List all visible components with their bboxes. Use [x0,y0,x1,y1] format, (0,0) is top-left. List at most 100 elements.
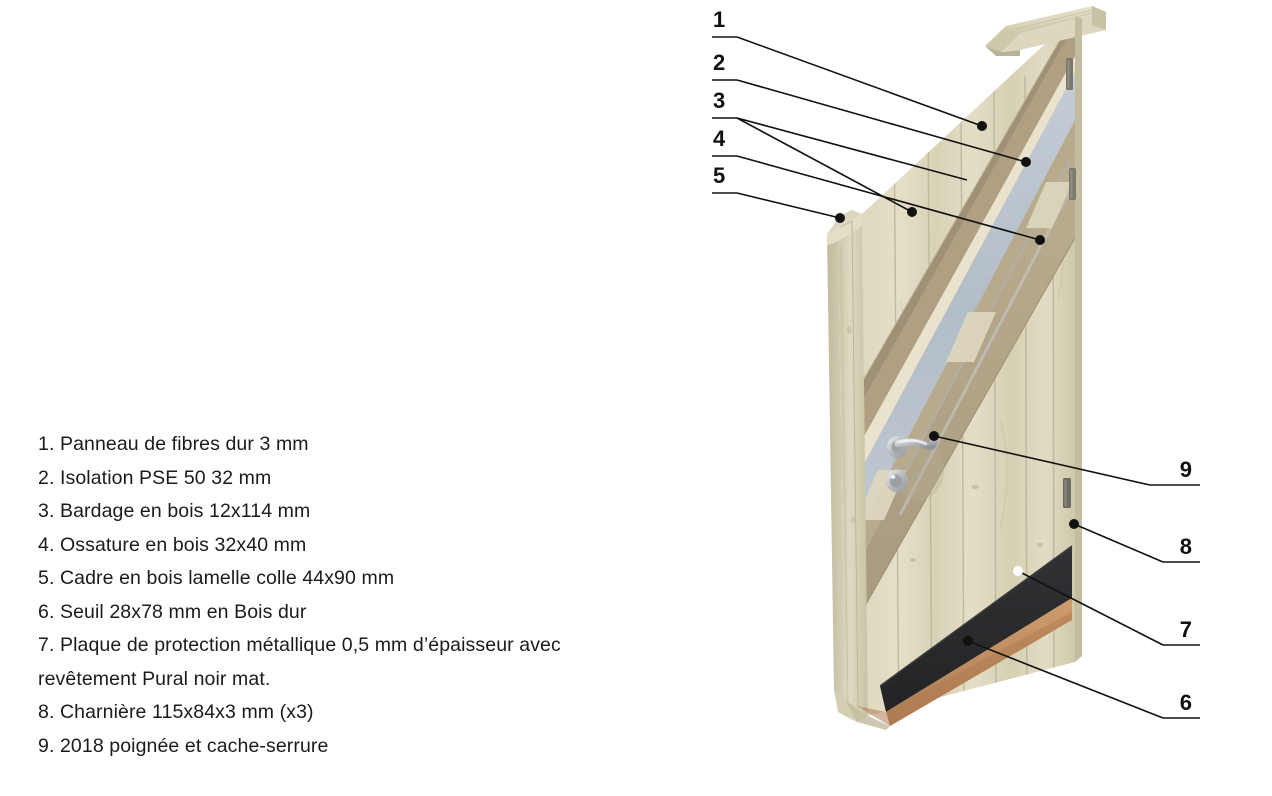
callout-7-dot [1013,566,1023,576]
wood-knot [910,558,916,562]
leader-dots-right [929,431,1079,646]
frame-top-end-grain [827,210,862,234]
eps-insulation-band [846,72,1075,545]
wood-grain [999,419,1008,531]
door-face-group [862,16,1075,716]
callout-label-6: 6 [1179,690,1192,715]
glulam-frame-group [827,210,868,716]
framing-block [856,470,906,520]
wood-knot [1004,342,1012,348]
callout-3-dot [907,207,917,217]
hinge-middle [1069,168,1076,200]
top-cap-group [985,6,1106,56]
callout-label-5: 5 [713,163,726,188]
frame-rebate-notch [840,210,852,228]
cladding-seam [960,99,965,716]
insulation-streak [879,159,1071,521]
top-cap-front-face [1002,12,1106,52]
callout-9-leader [933,435,1151,486]
frame-foot-underside [845,700,890,730]
inner-fiberboard-band [854,150,1075,620]
lock-cover-inner [890,474,902,488]
frame-knot [846,326,852,334]
legend-item: 1. Panneau de fibres dur 3 mm [38,433,309,455]
protection-plate-group [879,545,1073,712]
metal-protection-plate [880,546,1072,712]
callout-4-dot [1035,235,1045,245]
handle-lever-highlight [899,439,927,445]
hinge-bottom [1063,478,1071,508]
top-cap-underside [985,46,1020,56]
frame-rebate-top [827,214,862,246]
cut-edge-outline [831,13,1076,435]
frame-knot [850,516,856,524]
outer-fiberboard-band-shadow [832,14,1075,448]
callout-4-leader [736,155,1041,241]
threshold-bottom-edge [857,612,1072,726]
insulation-streak [898,189,1072,516]
lock-cover-glint [890,475,896,479]
callout-8-leader [1073,523,1164,563]
handle-shadow [892,440,944,500]
handle-rose [887,436,907,458]
handle-lever [894,436,938,450]
callout-2-dot [1021,157,1031,167]
callout-2-leader [736,79,1027,163]
top-cap-top-face [1006,6,1106,34]
hinge-top [1066,58,1073,90]
cladding-seam [927,109,933,716]
callout-label-8: 8 [1179,534,1192,559]
callout-7-leader [1017,570,1164,646]
cladding-seam [993,87,997,716]
legend-item: 7. Plaque de protection métallique 0,5 m… [38,634,561,656]
top-cap-front-bevel [985,26,1020,52]
frame-seam-2 [840,243,849,703]
wood-grain [899,299,909,431]
leader-lines-left-fix [736,117,913,213]
legend-item-continuation: revêtement Pural noir mat. [38,667,271,690]
cladding-edge-strip [842,56,1075,497]
cladding-seam [1052,61,1055,713]
door-face-cladding [862,16,1075,716]
handle-rose-inner [891,441,903,453]
callout-9-dot [929,431,939,441]
lock-cover [886,469,908,493]
callout-label-9: 9 [1179,457,1192,482]
callout-1-leader-secondary [742,40,912,212]
hinges-group [1063,58,1076,508]
callout-3-leader [736,117,968,181]
callout-3-leader-path [736,117,913,213]
cutaway-layers-group [831,13,1076,621]
cladding-seam [893,119,900,716]
legend-item: 9. 2018 poignée et cache-serrure [38,734,329,757]
wood-knot [1037,543,1043,547]
hinge-highlight [1070,170,1073,198]
framing-block [946,312,996,362]
cut-lower-edge-outline [856,237,1076,621]
legend-item: 4. Ossature en bois 32x40 mm [38,533,307,556]
hinge-highlight [1064,480,1067,506]
callout-8-dot [1069,519,1079,529]
callout-5-leader [736,192,841,219]
handle-group [886,436,944,500]
callout-label-1: 1 [713,7,726,32]
callout-label-3: 3 [713,88,726,113]
leader-lines-left [712,36,1041,241]
framing-block [1026,182,1072,228]
hinge-highlight [1067,60,1070,88]
cap-groove [1015,10,1101,34]
cap-right-end [1092,6,1106,30]
cap-groove [1011,8,1097,31]
wood-grain [1057,179,1065,301]
plate-top-highlight [879,545,1073,687]
callout-1-dot [977,121,987,131]
hardwood-threshold-face [886,598,1072,726]
frame-stile-outer-side [827,228,845,700]
legend-item: 3. Bardage en bois 12x114 mm [38,500,311,522]
callout-6-dot [963,636,973,646]
legend-item: 6. Seuil 28x78 mm en Bois dur [38,600,307,623]
callout-1-leader [736,36,983,127]
outer-fiberboard-band [836,24,1075,476]
callout-5-dot [835,213,845,223]
